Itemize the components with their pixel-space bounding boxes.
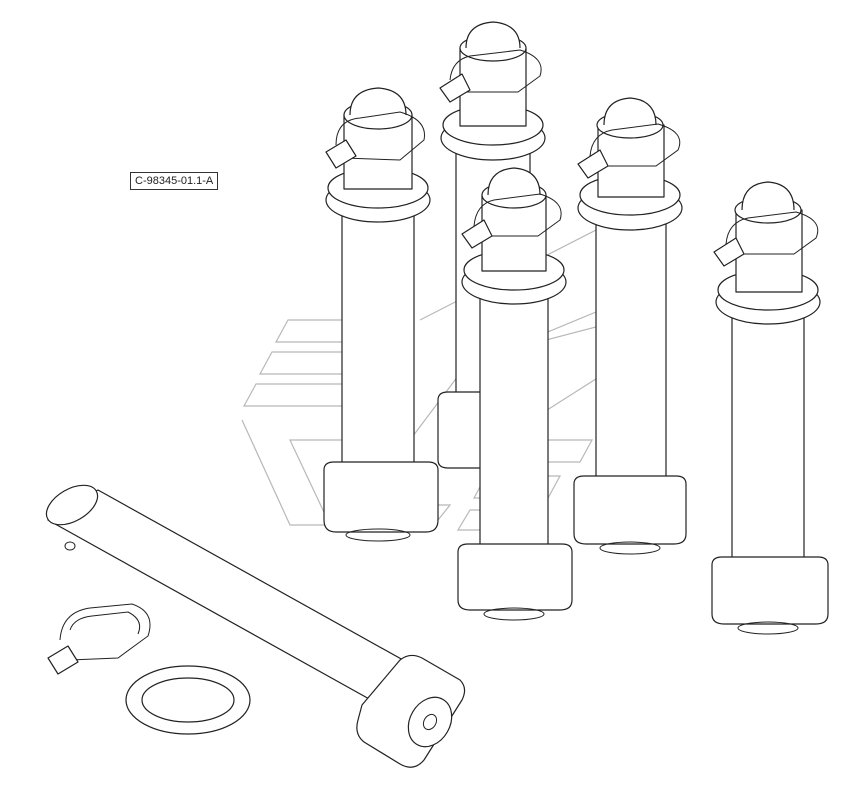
loose-lynch-clip <box>47 603 151 675</box>
vertical-pin-1 <box>323 87 439 542</box>
vertical-pin-5 <box>711 181 829 635</box>
reference-code-label: C-98345-01.1-A <box>130 172 219 190</box>
vertical-pin-4 <box>573 97 687 555</box>
loose-pin <box>45 484 466 768</box>
loose-washer <box>125 665 251 735</box>
vertical-pin-3 <box>457 167 573 621</box>
